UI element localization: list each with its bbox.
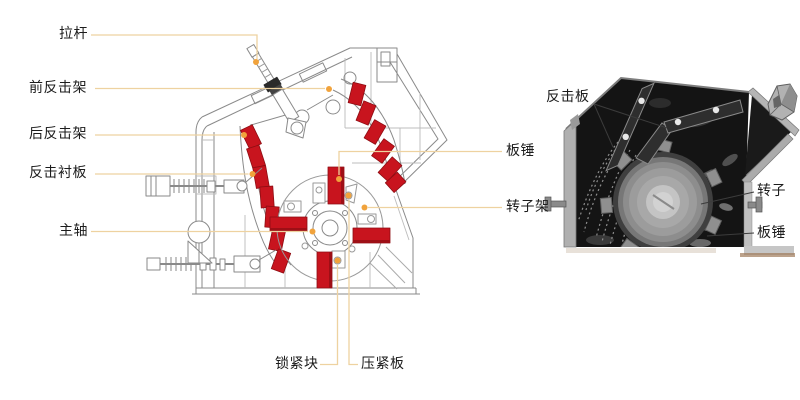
leader-pressing-plate (348, 200, 358, 366)
photo-leader-lines (593, 103, 755, 237)
support-bracket (187, 220, 213, 264)
rock (767, 83, 798, 121)
crusher-photo (544, 76, 800, 257)
photo-rotor (599, 137, 723, 247)
impact-liner-plates-left (240, 124, 292, 274)
label-photo-plate-hammer: 板锤 (757, 226, 786, 241)
plate-hammers (269, 166, 391, 289)
tension-rod-upper (145, 167, 263, 197)
leader-photo-hammer (706, 232, 755, 237)
tension-rod-lower (146, 249, 277, 273)
leader-locking-block (320, 265, 339, 366)
crusher-schematic (145, 44, 448, 295)
leader-photo-rotor (700, 191, 755, 205)
label-photo-impact-plate: 反击板 (546, 90, 590, 105)
label-impact-liner-plate: 反击衬板 (29, 166, 87, 181)
impact-liner-plates-right (347, 81, 407, 193)
label-locking-block: 锁紧块 (275, 357, 319, 372)
photo-interior (577, 82, 744, 247)
tie-rod (246, 44, 300, 123)
leader-tie-rod (91, 34, 258, 59)
leader-plate-hammer (338, 150, 502, 175)
discharge-chute-lines (369, 246, 413, 290)
photo-impact-plates (605, 82, 744, 172)
photo-side-bolts (544, 196, 763, 213)
label-pressing-plate: 压紧板 (361, 357, 405, 372)
label-rotor-frame: 转子架 (506, 200, 550, 215)
label-plate-hammer: 板锤 (506, 144, 535, 159)
label-front-impact-frame: 前反击架 (29, 81, 87, 96)
label-photo-rotor: 转子 (757, 184, 786, 199)
label-tie-rod: 拉杆 (59, 27, 88, 42)
tie-rod-bracket (285, 117, 307, 139)
label-main-shaft: 主轴 (59, 224, 88, 239)
label-rear-impact-frame: 后反击架 (29, 127, 87, 142)
marker-dots (241, 59, 368, 264)
leader-lines (91, 34, 502, 366)
housing (192, 47, 448, 295)
rotor (269, 166, 391, 289)
leader-impact-plate-a (593, 103, 614, 148)
panel-seams (196, 52, 436, 288)
leader-impact-plate-b (593, 103, 668, 129)
